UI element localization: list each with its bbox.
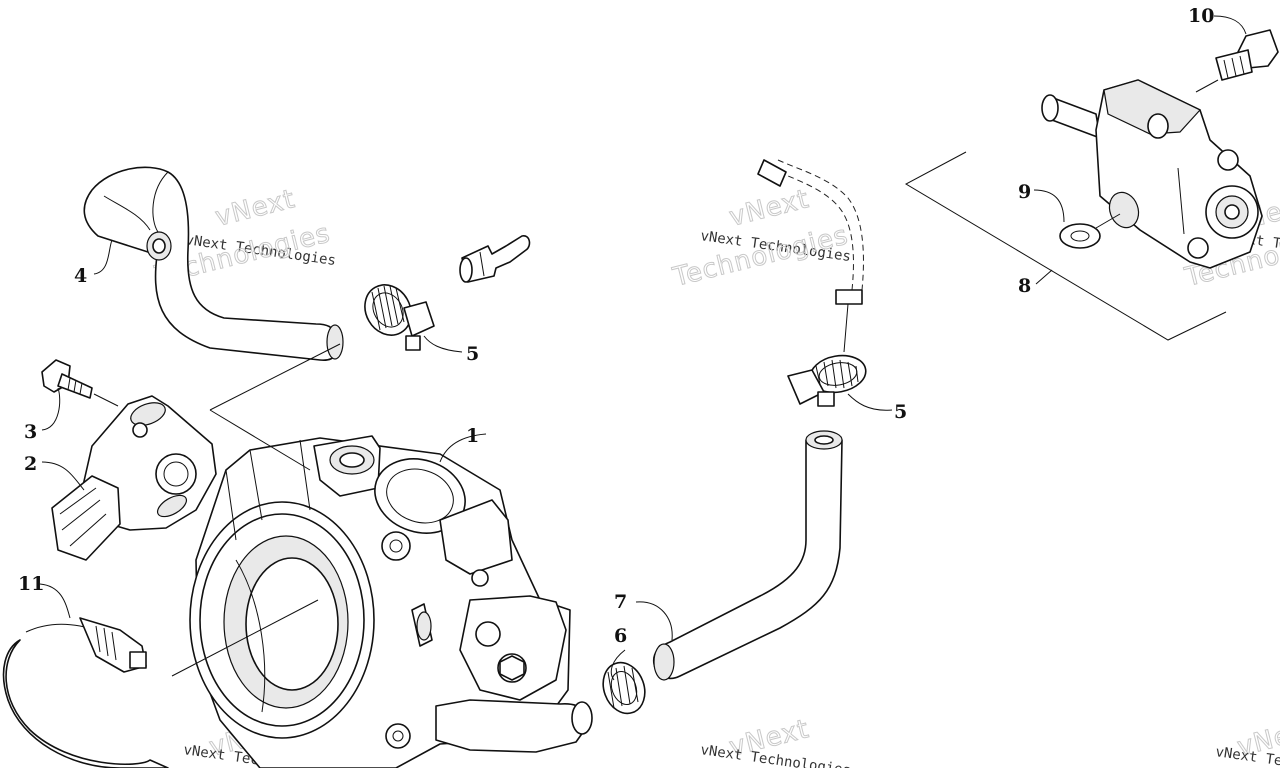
callout-6: 6 [614, 625, 627, 647]
callout-labels: 1 2 3 4 5 5 6 7 8 9 10 11 [18, 5, 1214, 647]
washer-part-9 [1059, 213, 1121, 249]
callout-5-lower: 5 [894, 401, 907, 423]
hose-part-7 [652, 430, 843, 681]
sensor-part-2 [51, 395, 217, 561]
svg-text:vNext: vNext [212, 184, 298, 233]
regulator-assembly-part-8 [904, 79, 1263, 341]
hose-part-4 [83, 166, 344, 361]
callout-7: 7 [614, 591, 627, 613]
callout-5-upper: 5 [466, 343, 479, 365]
clamp-part-5-lower [787, 354, 867, 407]
clamp-part-11 [2, 617, 169, 768]
callout-1: 1 [466, 425, 479, 447]
screw-part-3 [41, 359, 119, 407]
clamp-part-5-upper [364, 284, 435, 351]
svg-text:vNext Technologies: vNext Technologies [1214, 744, 1280, 768]
fuel-line-upper [757, 159, 864, 353]
hose-fitting [459, 235, 531, 283]
callout-10: 10 [1188, 5, 1214, 27]
watermark-6: vNext vNext Technologies [1214, 714, 1280, 768]
clamp-part-6 [602, 661, 646, 715]
callout-2: 2 [24, 453, 37, 475]
callout-9: 9 [1018, 181, 1031, 203]
throttle-body-part-1 [189, 435, 593, 768]
watermark-2: vNext vNext Technologies Technologies [669, 184, 852, 294]
callout-4: 4 [74, 265, 87, 287]
svg-text:vNext: vNext [726, 184, 812, 233]
leader-lines [39, 15, 1247, 681]
callout-11: 11 [18, 573, 44, 595]
bolt-part-10 [1195, 29, 1279, 93]
callout-3: 3 [24, 421, 37, 443]
callout-8: 8 [1018, 275, 1031, 297]
watermark-5: vNext vNext Technologies [699, 714, 851, 768]
